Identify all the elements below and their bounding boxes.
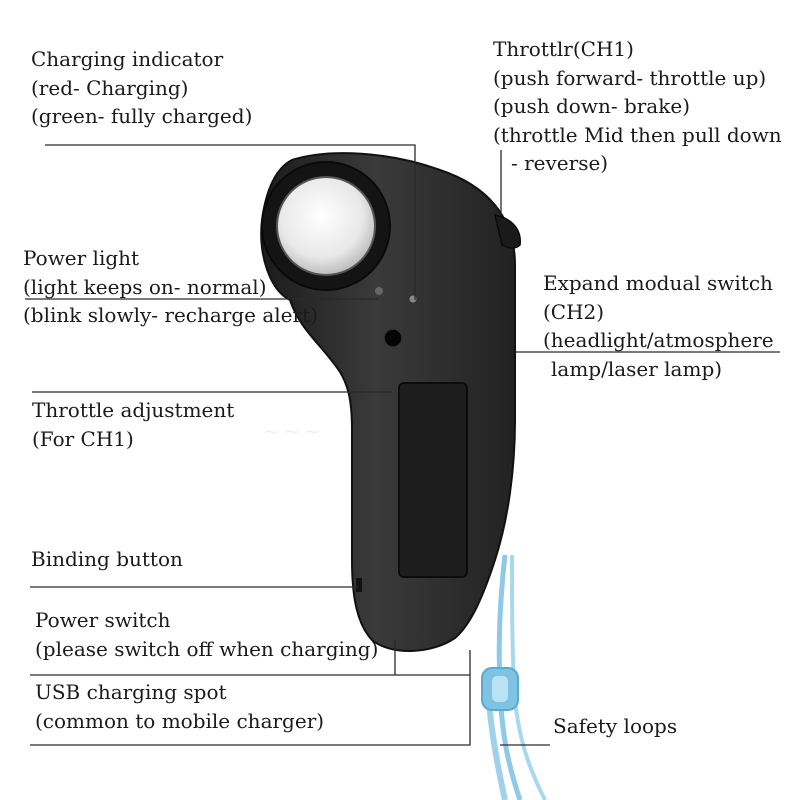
expand-switch-panel [398, 382, 468, 578]
leader-charging-indicator [45, 144, 416, 300]
charging-indicator-lens [276, 176, 376, 276]
power-light-led [375, 287, 383, 295]
label-charging-indicator: Charging indicator (red- Charging) (gree… [31, 47, 253, 128]
binding-button [356, 578, 362, 592]
throttle-adjust-hole [383, 328, 403, 348]
watermark: ~~~ [262, 420, 324, 445]
label-throttle-adjustment: Throttle adjustment (For CH1) [32, 398, 235, 451]
label-binding-button: Binding button [31, 547, 183, 571]
safety-loop-strap [481, 554, 547, 800]
label-power-light: Power light (light keeps on- normal) (bl… [23, 246, 318, 327]
label-usb-charging: USB charging spot (common to mobile char… [35, 680, 325, 733]
label-safety-loops: Safety loops [553, 714, 678, 738]
leader-usb-charging [30, 650, 471, 746]
label-power-switch: Power switch (please switch off when cha… [35, 608, 379, 661]
label-throttle: Throttlr(CH1) (push forward- throttle up… [493, 37, 782, 175]
throttle-trigger [494, 214, 521, 249]
leader-lines [25, 144, 780, 746]
label-expand-switch: Expand modual switch (CH2) (headlight/at… [543, 271, 774, 381]
